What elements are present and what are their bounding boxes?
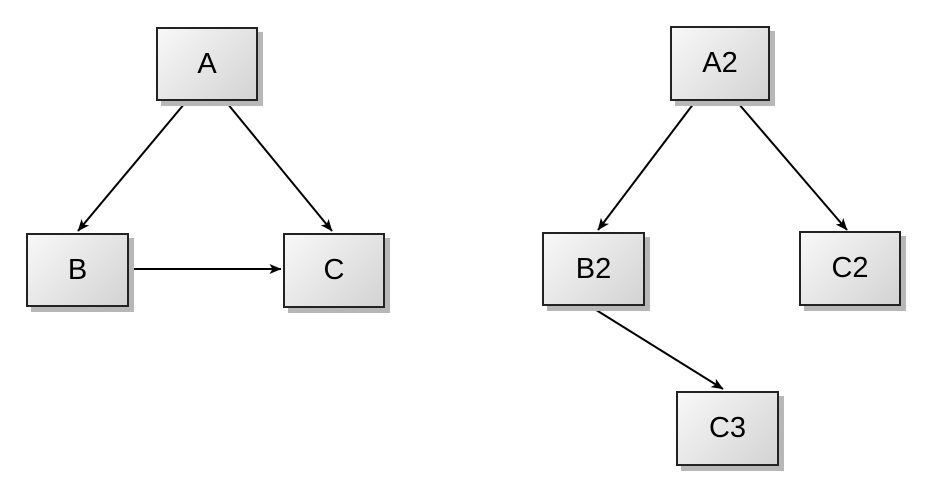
node-label: C (323, 254, 345, 286)
edge-B2-C3 (592, 307, 724, 390)
node-C3[interactable]: C3 (676, 391, 779, 466)
node-label: B (67, 253, 88, 286)
node-A2[interactable]: A2 (670, 26, 770, 101)
node-label: C3 (708, 412, 747, 444)
node-label: C2 (831, 252, 869, 284)
node-B2[interactable]: B2 (542, 232, 645, 306)
node-A[interactable]: A (156, 27, 258, 101)
edge-A-B (77, 102, 186, 232)
node-C[interactable]: C (283, 233, 385, 308)
edge-A2-C2 (737, 102, 848, 231)
node-label: A (197, 47, 217, 80)
node-C2[interactable]: C2 (799, 231, 901, 306)
node-B[interactable]: B (26, 233, 129, 307)
node-label: B2 (575, 252, 612, 285)
node-label: A2 (702, 47, 738, 79)
edge-A2-B2 (597, 102, 695, 231)
edge-A-C (226, 102, 333, 232)
